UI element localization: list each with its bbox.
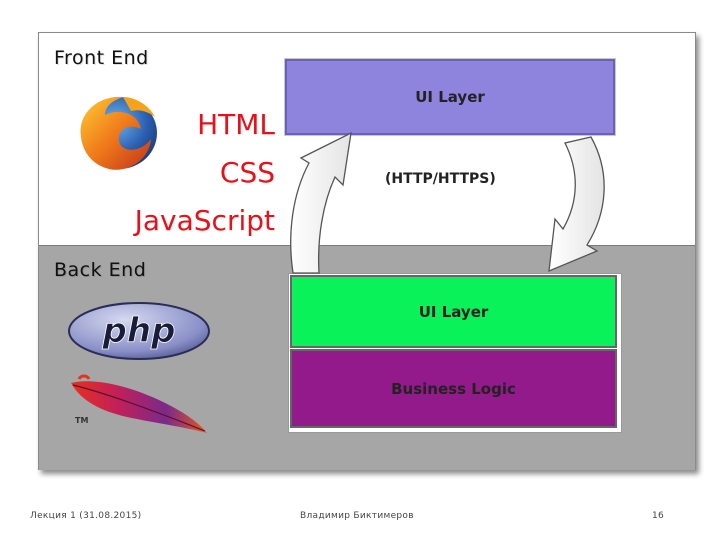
business-logic-box: Business Logic <box>290 349 617 428</box>
footer-page-number: 16 <box>651 511 664 521</box>
tech-css: CSS <box>219 156 275 189</box>
php-logo-text: php <box>102 311 176 351</box>
business-logic-label: Business Logic <box>391 379 516 398</box>
php-logo-icon: php <box>68 302 210 360</box>
apache-feather-icon: TM <box>71 374 207 433</box>
architecture-diagram: Front End Back End HTML CSS JavaScript U… <box>38 32 696 470</box>
footer-author: Владимир Биктимеров <box>300 511 414 521</box>
front-ui-layer-label: UI Layer <box>415 88 485 106</box>
front-ui-layer-box: UI Layer <box>285 59 615 135</box>
footer-lecture: Лекция 1 (31.08.2015) <box>30 511 142 521</box>
front-end-title: Front End <box>54 47 149 69</box>
tech-javascript: JavaScript <box>134 204 275 237</box>
firefox-logo-icon <box>80 96 157 170</box>
back-ui-layer-box: UI Layer <box>290 275 617 348</box>
tech-html: HTML <box>197 108 275 141</box>
back-end-title: Back End <box>54 259 147 281</box>
apache-tm-text: TM <box>75 416 88 425</box>
back-ui-layer-label: UI Layer <box>418 302 489 321</box>
protocol-label: (HTTP/HTTPS) <box>385 171 496 187</box>
technology-list: HTML CSS JavaScript <box>135 101 275 245</box>
